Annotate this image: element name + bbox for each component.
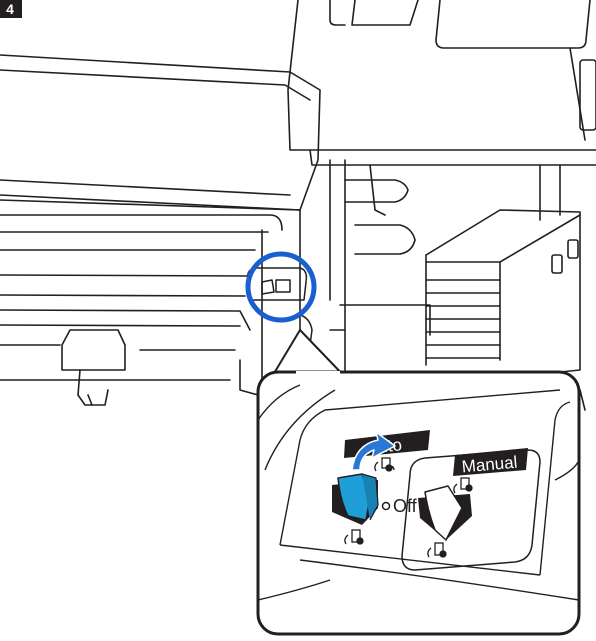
highlight-circle xyxy=(248,254,314,320)
step-number: 4 xyxy=(6,1,14,17)
step-badge: 4 xyxy=(0,0,22,18)
callout: Auto Manual xyxy=(258,330,579,634)
switch-off-label: Off xyxy=(393,496,418,516)
